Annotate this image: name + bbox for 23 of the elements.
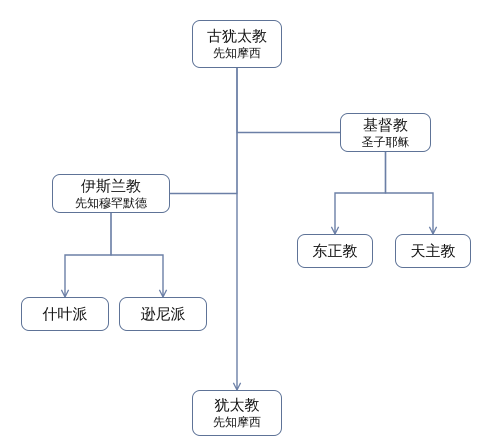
- rounded-box: [395, 234, 471, 268]
- title-text: 犹太教: [214, 396, 260, 415]
- rounded-box: [340, 113, 431, 152]
- title-text: 基督教: [363, 116, 408, 134]
- rounded-box: [52, 174, 170, 213]
- subtitle-text: 先知摩西: [213, 415, 261, 430]
- rounded-box: [192, 390, 282, 436]
- rounded-box: [297, 234, 373, 268]
- subtitle-text: 先知摩西: [213, 46, 261, 61]
- subtitle-text: 先知穆罕默德: [75, 196, 147, 210]
- rounded-box: [192, 20, 282, 68]
- title-text: 逊尼派: [140, 304, 186, 324]
- rounded-box: [21, 297, 109, 331]
- title-text: 什叶派: [42, 304, 88, 324]
- subtitle-text: 圣子耶稣: [362, 134, 410, 150]
- rounded-box: [119, 297, 207, 331]
- title-text: 伊斯兰教: [81, 176, 141, 196]
- arrow: [384, 152, 438, 235]
- arrow: [232, 68, 242, 391]
- title-text: 古犹太教: [207, 27, 267, 46]
- arrow: [110, 213, 168, 298]
- title-text: 天主教: [410, 242, 456, 260]
- title-text: 东正教: [312, 242, 358, 260]
